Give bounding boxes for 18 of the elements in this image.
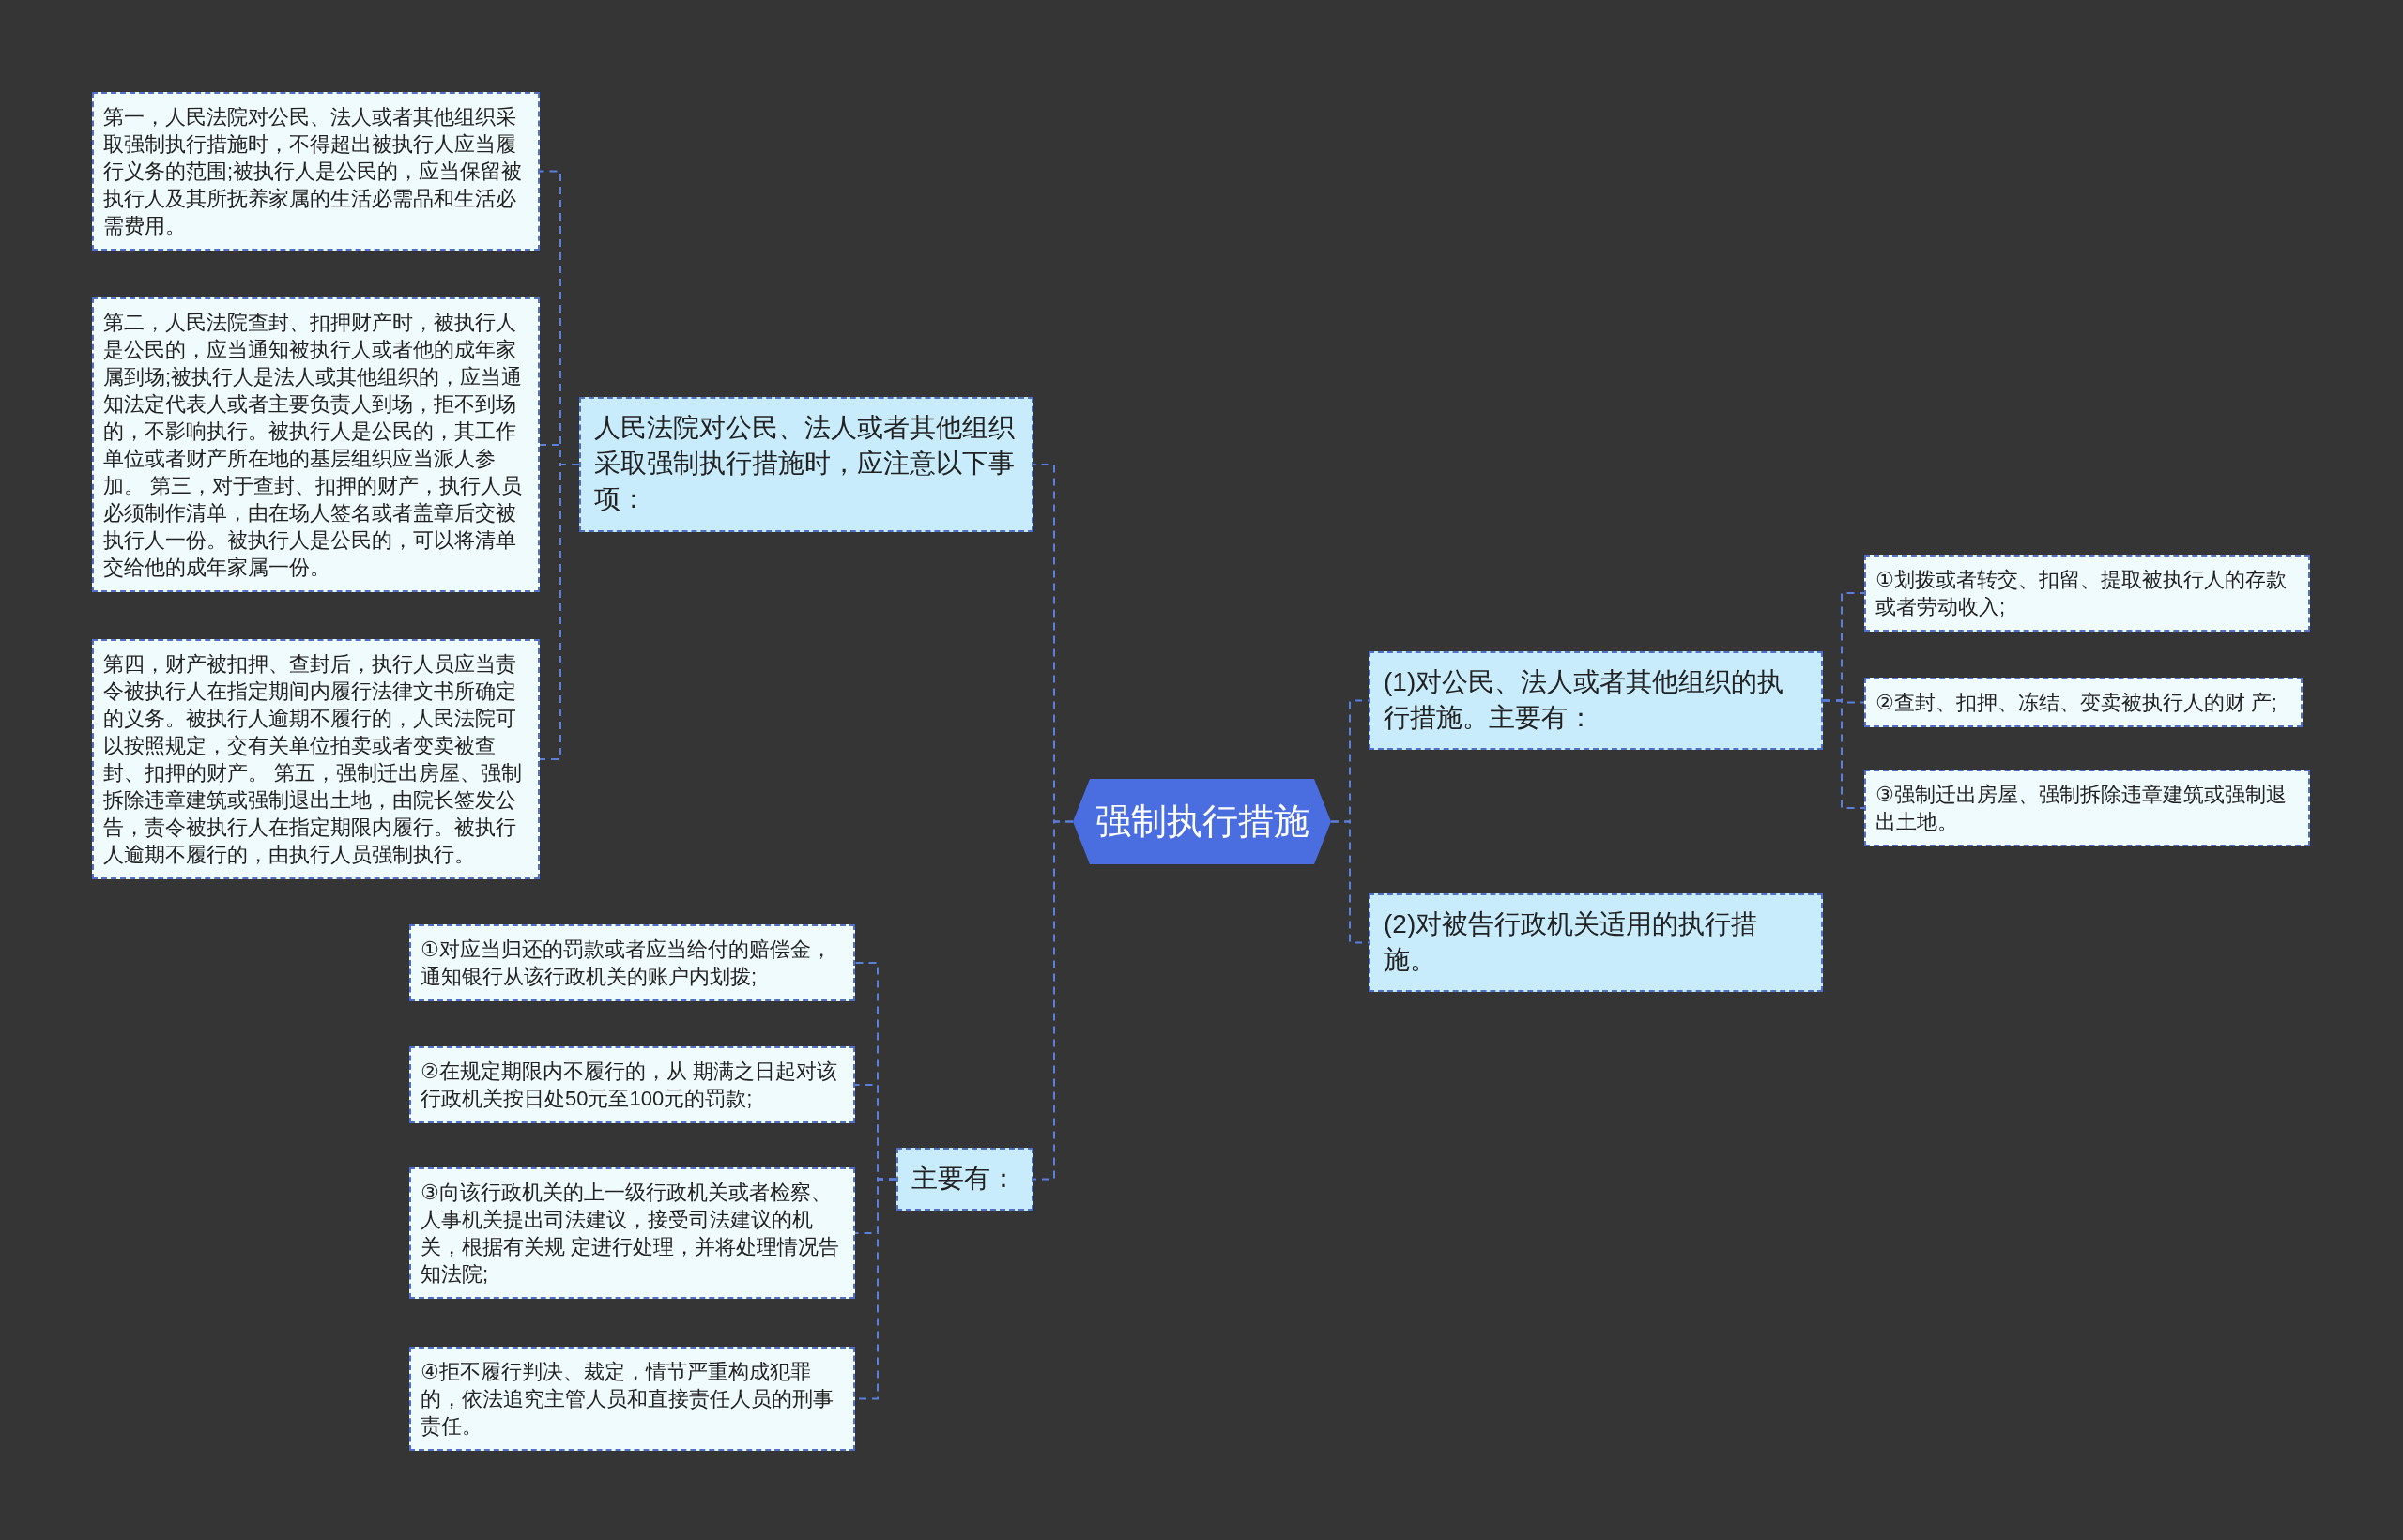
subtopic-box: ③向该行政机关的上一级行政机关或者检察、人事机关提出司法建议，接受司法建议的机关，根据有关规 定进行处理，并将处理情况告知法院; <box>409 1167 855 1299</box>
topic-box: 主要有： <box>896 1148 1033 1211</box>
topic-box: 人民法院对公民、法人或者其他组织采取强制执行措施时，应注意以下事项： <box>579 397 1033 532</box>
subtopic-box: ①划拨或者转交、扣留、提取被执行人的存款或者劳动收入; <box>1864 555 2310 632</box>
central-topic-hexagon: 强制执行措施 <box>1073 779 1331 864</box>
connector-line <box>1822 699 1865 809</box>
subtopic-box: 第二，人民法院查封、扣押财产时，被执行人是公民的，应当通知被执行人或者他的成年家属到场;被执行人是法人或其他组织的，应当通知法定代表人或者主要负责人到场，拒不到场的，不影响执行。被执行人是公民的，其工作单位或者财产所在地的基层组织应当派人参加。 第三，对于查封、扣押的财产，执行人员必须制作清单，由在场人签名或者盖章后交被执行人一份。被执行人是公民的，可以将清单交给他的成年家属一份。 <box>92 297 540 592</box>
subtopic-box: ②查封、扣押、冻结、变卖被执行人的财 产; <box>1864 678 2303 727</box>
topic-box: (1)对公民、法人或者其他组织的执行措施。主要有： <box>1369 651 1823 750</box>
subtopic-box: ③强制迁出房屋、强制拆除违章建筑或强制退出土地。 <box>1864 770 2310 846</box>
subtopic-box: 第一，人民法院对公民、法人或者其他组织采取强制执行措施时，不得超出被执行人应当履行义务的范围;被执行人是公民的，应当保留被执行人及其所抚养家属的生活必需品和生活必需费用。 <box>92 92 540 251</box>
topic-box: (2)对被告行政机关适用的执行措施。 <box>1369 893 1823 992</box>
subtopic-box: ②在规定期限内不履行的，从 期满之日起对该行政机关按日处50元至100元的罚款; <box>409 1046 855 1123</box>
subtopic-box: ①对应当归还的罚款或者应当给付的赔偿金，通知银行从该行政机关的账户内划拨; <box>409 924 855 1001</box>
connector-line <box>539 464 580 760</box>
connector-line <box>1033 820 1074 1181</box>
subtopic-box: 第四，财产被扣押、查封后，执行人员应当责令被执行人在指定期间内履行法律文书所确定的义务。被执行人逾期不履行的，人民法院可以按照规定，交有关单位拍卖或者变卖被查封、扣押的财产。 第五，强制迁出房屋、强制拆除违章建筑或强制退出土地，由院长签发公告，责令被执行人在指定期限内履行。被执行人逾期不履行的，由执行人员强制执行。 <box>92 639 540 879</box>
subtopic-box: ④拒不履行判决、裁定，情节严重构成犯罪的，依法追究主管人员和直接责任人员的刑事责任。 <box>409 1347 855 1451</box>
